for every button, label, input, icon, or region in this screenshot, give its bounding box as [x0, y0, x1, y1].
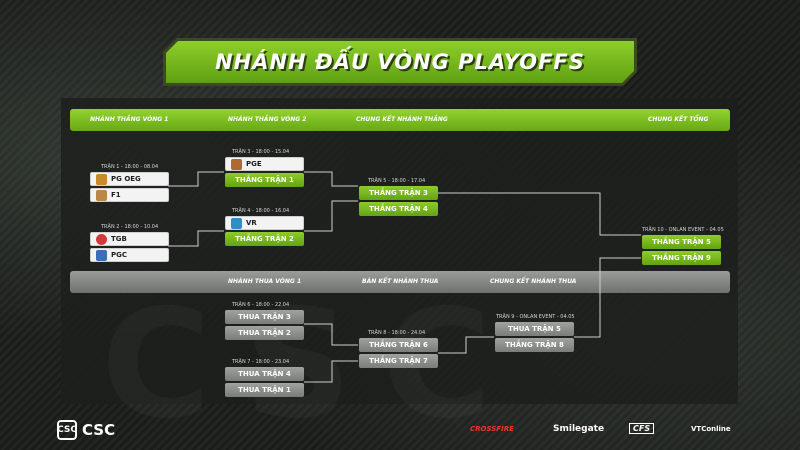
pg-oeg-logo-icon — [96, 173, 107, 185]
team-name: PG OEG — [111, 175, 141, 183]
connector-m1-m3 — [168, 171, 224, 187]
connector-m2-m4 — [168, 230, 224, 247]
match-3-slot-b[interactable]: THẮNG TRẬN 1 — [225, 173, 304, 187]
match-10-label: TRẬN 10 - ONLAN EVENT - 04.05 — [642, 227, 724, 233]
match-7-slot-a[interactable]: THUA TRẬN 4 — [225, 367, 304, 381]
grand-final-title: CHUNG KẾT TỔNG — [648, 116, 709, 123]
connector-m3-m5 — [304, 171, 358, 187]
match-2-team-a[interactable]: TGB — [90, 232, 169, 246]
page-title: NHÁNH ĐẤU VÒNG PLAYOFFS — [215, 50, 585, 74]
team-name: PGC — [111, 251, 128, 259]
match-4-label: TRẬN 4 - 18:00 - 16.04 — [232, 208, 290, 214]
match-5-label: TRẬN 5 - 18:00 - 17.04 — [368, 178, 426, 184]
match-9-slot-b[interactable]: THẮNG TRẬN 8 — [495, 338, 574, 352]
match-1-team-b[interactable]: F1 — [90, 188, 169, 202]
match-10-slot-b[interactable]: THẮNG TRẬN 9 — [642, 251, 721, 265]
connector-m7-m8 — [304, 360, 358, 383]
footer: CSC CSC CROSSFIRE Smilegate CFS VTConlin… — [0, 410, 800, 450]
match-10-slot-a[interactable]: THẮNG TRẬN 5 — [642, 235, 721, 249]
match-2-label: TRẬN 2 - 18:00 - 10.04 — [101, 224, 159, 230]
f1-logo-icon — [96, 189, 107, 201]
match-1-team-a[interactable]: PG OEG — [90, 172, 169, 186]
match-9-slot-a[interactable]: THUA TRẬN 5 — [495, 322, 574, 336]
connector-m9-m10 — [574, 257, 641, 338]
match-2-team-b[interactable]: PGC — [90, 248, 169, 262]
title-banner: NHÁNH ĐẤU VÒNG PLAYOFFS — [163, 38, 637, 86]
match-5-slot-a[interactable]: THẮNG TRẬN 3 — [359, 186, 438, 200]
csc-shield-icon: CSC — [57, 420, 77, 440]
smilegate-logo: Smilegate — [553, 424, 605, 434]
match-7-label: TRẬN 7 - 18:00 - 23.04 — [232, 359, 290, 365]
match-6-slot-b[interactable]: THUA TRẬN 2 — [225, 326, 304, 340]
match-8-slot-a[interactable]: THẮNG TRẬN 6 — [359, 338, 438, 352]
tgb-logo-icon — [96, 233, 107, 245]
match-1-label: TRẬN 1 - 18:00 - 08.04 — [101, 164, 159, 170]
connector-m8-m9 — [438, 336, 494, 354]
connector-m6-m8 — [304, 323, 358, 346]
lower-bracket-header: NHÁNH THUA VÒNG 1 BÁN KẾT NHÁNH THUA CHU… — [70, 271, 730, 293]
match-8-label: TRẬN 8 - 18:00 - 24.04 — [368, 330, 426, 336]
vr-logo-icon — [231, 217, 242, 229]
connector-m5-m10 — [438, 192, 641, 236]
crossfire-logo: CROSSFIRE — [470, 425, 514, 433]
match-6-label: TRẬN 6 - 18:00 - 22.04 — [232, 302, 290, 308]
connector-m4-m5 — [304, 200, 358, 232]
csc-logo-text: CSC — [82, 421, 116, 439]
lower-final-title: CHUNG KẾT NHÁNH THUA — [490, 278, 577, 285]
vtc-online-logo: VTConline — [691, 425, 731, 433]
match-3-team-a[interactable]: PGE — [225, 157, 304, 171]
match-7-slot-b[interactable]: THUA TRẬN 1 — [225, 383, 304, 397]
upper-round2-title: NHÁNH THẮNG VÒNG 2 — [228, 116, 307, 123]
team-name: PGE — [246, 160, 262, 168]
bracket-panel: CSC — [61, 98, 738, 404]
match-3-label: TRẬN 3 - 18:00 - 15.04 — [232, 149, 290, 155]
cfs-logo: CFS — [629, 423, 655, 434]
pgc-logo-icon — [96, 249, 107, 261]
upper-bracket-header: NHÁNH THẮNG VÒNG 1 NHÁNH THẮNG VÒNG 2 CH… — [70, 109, 730, 131]
team-name: VR — [246, 219, 257, 227]
match-8-slot-b[interactable]: THẮNG TRẬN 7 — [359, 354, 438, 368]
team-name: F1 — [111, 191, 121, 199]
csc-logo: CSC CSC — [57, 418, 115, 442]
match-4-team-a[interactable]: VR — [225, 216, 304, 230]
title-banner-inner: NHÁNH ĐẤU VÒNG PLAYOFFS — [166, 41, 634, 83]
match-9-label: TRẬN 9 - ONLAN EVENT - 04.05 — [496, 314, 575, 320]
match-4-slot-b[interactable]: THẮNG TRẬN 2 — [225, 232, 304, 246]
team-name: TGB — [111, 235, 127, 243]
upper-final-title: CHUNG KẾT NHÁNH THẮNG — [356, 116, 448, 123]
lower-round1-title: NHÁNH THUA VÒNG 1 — [228, 278, 302, 285]
upper-round1-title: NHÁNH THẮNG VÒNG 1 — [90, 116, 169, 123]
pge-logo-icon — [231, 158, 242, 170]
match-6-slot-a[interactable]: THUA TRẬN 3 — [225, 310, 304, 324]
lower-semi-title: BÁN KẾT NHÁNH THUA — [362, 278, 439, 285]
match-5-slot-b[interactable]: THẮNG TRẬN 4 — [359, 202, 438, 216]
